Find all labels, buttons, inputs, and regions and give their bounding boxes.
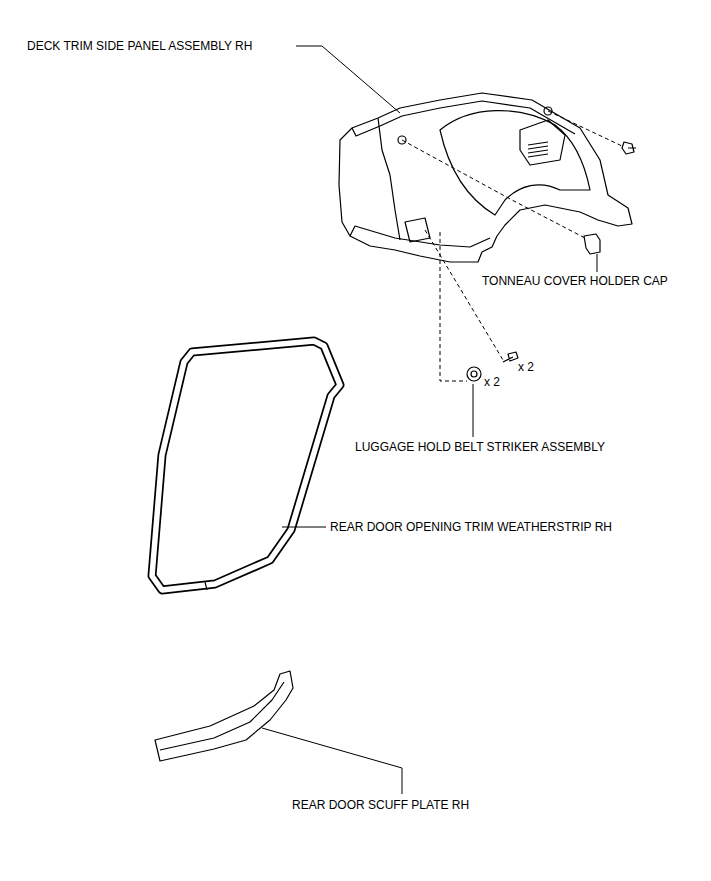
part-name: DECK TRIM SIDE PANEL ASSEMBLY RH: [26, 39, 253, 53]
panel-lower-lip: [350, 226, 490, 247]
callout-quantity: x 2: [483, 375, 501, 389]
part-name: REAR DOOR OPENING TRIM WEATHERSTRIP RH: [329, 520, 613, 534]
holder-cap: [584, 234, 600, 254]
weatherstrip-joint: [205, 582, 207, 590]
screw-symbol: [503, 352, 518, 362]
panel-detail: [520, 120, 565, 165]
panel-upper-lip: [352, 101, 575, 136]
leader-line: [597, 254, 598, 272]
panel-edge: [378, 118, 400, 240]
part-name: REAR DOOR SCUFF PLATE RH: [291, 798, 470, 812]
striker-symbol: [471, 371, 477, 377]
dashed-leader: [425, 230, 503, 360]
callout-quantity: x 2: [517, 360, 535, 374]
part-name: TONNEAU COVER HOLDER CAP: [481, 274, 669, 288]
leader-line: [473, 384, 474, 437]
leader-line: [262, 728, 402, 794]
weatherstrip-inner: [152, 341, 340, 590]
leader-line: [282, 527, 326, 528]
panel-recess: [440, 111, 590, 215]
bolt-symbol: [622, 142, 636, 154]
deck-trim-panel: [339, 93, 632, 262]
part-name: LUGGAGE HOLD BELT STRIKER ASSEMBLY: [354, 440, 606, 454]
scuff-plate-edge: [160, 682, 284, 750]
dashed-leader: [402, 140, 585, 238]
panel-vent: [528, 142, 548, 157]
leader-line: [296, 46, 400, 113]
weatherstrip-outer: [152, 341, 340, 590]
panel-pocket: [405, 218, 430, 242]
dashed-leader: [548, 111, 622, 146]
scuff-plate: [155, 671, 293, 761]
dashed-leader: [440, 232, 467, 381]
striker-symbol: [467, 367, 481, 381]
